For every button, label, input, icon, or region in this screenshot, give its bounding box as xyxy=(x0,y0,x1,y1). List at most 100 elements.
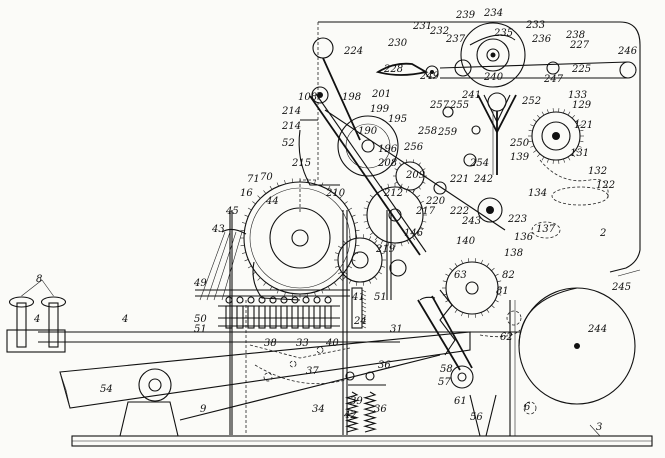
reference-numeral-r50: 50 xyxy=(194,314,207,325)
reference-numeral-r71: 71 xyxy=(247,174,260,185)
reference-numeral-r133: 133 xyxy=(568,90,587,101)
reference-numeral-r51a: 51 xyxy=(374,292,387,303)
reference-numeral-r190: 190 xyxy=(358,126,378,137)
reference-numeral-r136: 136 xyxy=(514,232,534,243)
reference-numeral-r42: 42 xyxy=(343,410,357,421)
reference-numeral-r245: 245 xyxy=(611,282,631,293)
reference-numeral-r134: 134 xyxy=(528,188,547,199)
reference-numeral-r195: 195 xyxy=(388,114,407,125)
reference-numeral-r198: 198 xyxy=(342,92,361,103)
reference-numeral-r237: 237 xyxy=(445,34,466,45)
main-frame xyxy=(229,21,641,435)
reference-numeral-r249: 249 xyxy=(419,71,440,82)
reference-numeral-r146: 146 xyxy=(404,228,424,239)
reference-numeral-r40: 40 xyxy=(325,338,339,349)
reference-numeral-r58: 58 xyxy=(440,364,453,375)
reference-numeral-r231: 231 xyxy=(412,21,432,32)
reference-numeral-r3: 3 xyxy=(596,422,602,433)
reference-numeral-r82: 82 xyxy=(502,270,515,281)
reference-numeral-r221: 221 xyxy=(449,174,469,185)
reference-numeral-r234: 234 xyxy=(483,8,503,19)
reference-numeral-r37: 37 xyxy=(306,366,319,377)
reference-numeral-r36b: 36 xyxy=(374,404,387,415)
reference-numeral-r51b: 51 xyxy=(194,324,207,335)
reference-numeral-r38: 38 xyxy=(264,338,277,349)
reference-numeral-r138: 138 xyxy=(504,248,523,259)
reference-numeral-r233: 233 xyxy=(525,20,545,31)
reference-numeral-r9: 9 xyxy=(200,404,207,415)
reference-numeral-r62: 62 xyxy=(500,332,513,343)
reference-numeral-r137: 137 xyxy=(536,224,556,235)
reference-numeral-r54: 54 xyxy=(100,384,113,395)
reference-numeral-r24: 24 xyxy=(353,316,367,327)
reference-numeral-r140: 140 xyxy=(456,236,476,247)
reference-numeral-r246: 246 xyxy=(617,46,638,57)
reference-numeral-r61: 61 xyxy=(454,396,467,407)
reference-numeral-r196: 196 xyxy=(378,144,398,155)
reference-numeral-r254: 254 xyxy=(469,158,489,169)
lower-arm xyxy=(417,289,474,389)
reference-numeral-r49: 49 xyxy=(193,278,207,289)
center-gear-train xyxy=(334,159,503,318)
reference-numeral-r4a: 4 xyxy=(33,314,40,325)
reference-numeral-r131: 131 xyxy=(570,148,589,159)
reference-numeral-r43: 43 xyxy=(211,224,225,235)
segment-gear-left xyxy=(240,178,360,301)
reference-numeral-r255: 255 xyxy=(449,100,469,111)
reference-numeral-r223: 223 xyxy=(507,214,527,225)
reference-numeral-r222: 222 xyxy=(449,206,469,217)
reference-numeral-r209: 209 xyxy=(405,170,426,181)
reference-numeral-r44: 44 xyxy=(265,196,279,207)
reference-numeral-r220: 220 xyxy=(425,196,446,207)
key-bar-assembly xyxy=(6,279,520,437)
reference-numeral-r212: 212 xyxy=(383,188,403,199)
reference-numeral-r235: 235 xyxy=(493,28,513,39)
reference-numeral-r259: 259 xyxy=(437,127,458,138)
dashed-levers xyxy=(249,329,521,385)
reference-numeral-r56: 56 xyxy=(470,412,483,423)
reference-numeral-r41: 41 xyxy=(351,292,365,303)
reference-numeral-r214a: 214 xyxy=(281,106,301,117)
reference-numeral-r45: 45 xyxy=(225,206,239,217)
reference-numeral-r239: 239 xyxy=(455,10,476,21)
reference-numeral-r241: 241 xyxy=(461,90,481,101)
reference-numeral-r70: 70 xyxy=(260,172,273,183)
platen-roll xyxy=(469,269,641,437)
reference-numeral-r8: 8 xyxy=(36,274,42,285)
rack-strip xyxy=(351,287,367,329)
reference-numeral-r225: 225 xyxy=(571,64,591,75)
reference-numeral-r258: 258 xyxy=(417,126,437,137)
reference-numeral-r31: 31 xyxy=(390,324,403,335)
springs xyxy=(344,371,386,433)
reference-numeral-r33: 33 xyxy=(296,338,309,349)
reference-numeral-r34: 34 xyxy=(312,404,325,415)
reference-numeral-r16: 16 xyxy=(240,188,253,199)
reference-numeral-r238: 238 xyxy=(565,30,585,41)
reference-numeral-r230: 230 xyxy=(387,38,408,49)
reference-numeral-r228: 228 xyxy=(383,64,403,75)
reference-numeral-r36a: 36 xyxy=(378,360,391,371)
upper-cams xyxy=(298,37,506,256)
reference-numeral-r81: 81 xyxy=(496,286,509,297)
reference-numeral-r210: 210 xyxy=(325,188,346,199)
reference-numeral-r217: 217 xyxy=(415,206,436,217)
reference-numeral-r242: 242 xyxy=(473,174,493,185)
type-bar-stack xyxy=(195,228,350,329)
reference-numeral-r57: 57 xyxy=(438,377,451,388)
reference-numeral-r108: 108 xyxy=(298,92,317,103)
reference-numeral-r39: 39 xyxy=(350,396,363,407)
reference-numeral-r243: 243 xyxy=(461,216,481,227)
reference-numeral-r199: 199 xyxy=(370,104,390,115)
reference-numeral-r6: 6 xyxy=(524,402,531,413)
ribbon-spool xyxy=(375,22,637,88)
reference-numeral-r2: 2 xyxy=(599,228,606,239)
reference-numeral-r139: 139 xyxy=(510,152,530,163)
printing-point xyxy=(442,92,517,175)
reference-numeral-r256: 256 xyxy=(403,142,424,153)
reference-numeral-r224: 224 xyxy=(343,46,363,57)
reference-numeral-r244: 244 xyxy=(587,324,607,335)
reference-numeral-r257: 257 xyxy=(429,100,450,111)
reference-numeral-r4b: 4 xyxy=(121,314,128,325)
